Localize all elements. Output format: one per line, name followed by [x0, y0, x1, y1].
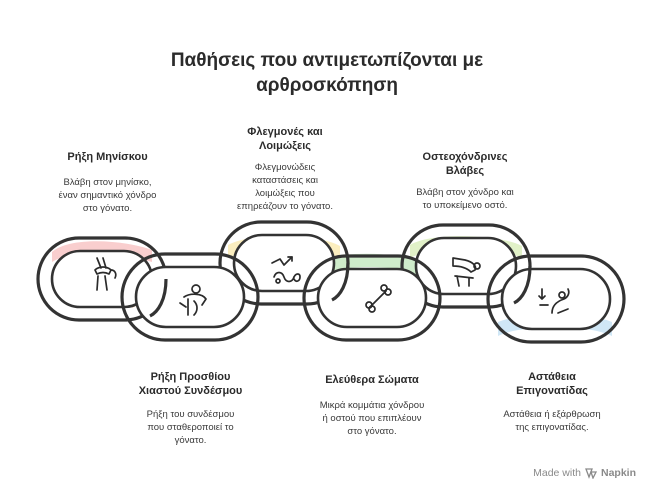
item-block-1: Ρήξη Μηνίσκου Βλάβη στον μηνίσκο, έναν σ… [35, 150, 180, 215]
highlight-4 [318, 253, 418, 276]
item-block-4: Ελεύθερα Σώματα Μικρά κομμάτια χόνδρου ή… [297, 373, 447, 438]
item-heading-3: Φλεγμονές και Λοιμώξεις [247, 126, 323, 152]
bone-icon [365, 284, 392, 313]
item-heading-2: Ρήξη Προσθίου Χιαστού Συνδέσμου [138, 371, 243, 397]
item-description-2: Ρήξη του συνδέσμου που σταθεροποιεί το γ… [146, 409, 235, 446]
chain-link-2 [120, 252, 260, 342]
made-with-label: Made with [533, 467, 581, 479]
chain-icons [94, 256, 570, 316]
item-description-4: Μικρά κομμάτια χόνδρου ή οστού που επιπλ… [319, 400, 425, 437]
link-1-overlap [149, 278, 168, 318]
item-block-3: Φλεγμονές και Λοιμώξεις Φλεγμονώδεις κατ… [210, 125, 360, 213]
napkin-watermark: Made with Napkin [533, 467, 636, 479]
item-description-3: Φλεγμονώδεις καταστάσεις και λοιμώξεις π… [237, 162, 333, 212]
knee-injury-icon [179, 284, 207, 316]
kneecap-instability-icon [538, 288, 570, 314]
item-block-5: Οστεοχόνδρινες Βλάβες Βλάβη στον χόνδρο … [390, 150, 540, 212]
item-description-6: Αστάθεια ή εξάρθρωση της επιγονατίδας. [503, 409, 601, 433]
napkin-logo-icon [585, 468, 597, 479]
item-description-1: Βλάβη στον μηνίσκο, έναν σημαντικό χόνδρ… [58, 177, 157, 214]
link-3-overlap [331, 262, 350, 302]
item-description-5: Βλάβη στον χόνδρο και το υποκείμενο οστό… [416, 187, 514, 211]
title-line-2: αρθροσκόπηση [256, 75, 398, 96]
title-line-1: Παθήσεις που αντιμετωπίζονται με [170, 50, 484, 71]
item-heading-6: Αστάθεια Επιγονατίδας [516, 371, 588, 397]
diagram-title: Παθήσεις που αντιμετωπίζονται με αρθροσκ… [0, 48, 654, 98]
knee-bone-icon [452, 257, 481, 287]
item-block-2: Ρήξη Προσθίου Χιαστού Συνδέσμου Ρήξη του… [118, 370, 263, 447]
item-heading-5: Οστεοχόνδρινες Βλάβες [422, 151, 508, 177]
napkin-brand-label: Napkin [600, 467, 636, 479]
item-heading-4: Ελεύθερα Σώματα [325, 374, 419, 386]
knee-joint-icon [94, 257, 117, 291]
link-5-overlap [513, 265, 532, 305]
item-block-6: Αστάθεια Επιγονατίδας Αστάθεια ή εξάρθρω… [477, 370, 627, 434]
item-heading-1: Ρήξη Μηνίσκου [67, 151, 148, 163]
chain-links [36, 220, 626, 344]
infection-icon [271, 256, 301, 284]
